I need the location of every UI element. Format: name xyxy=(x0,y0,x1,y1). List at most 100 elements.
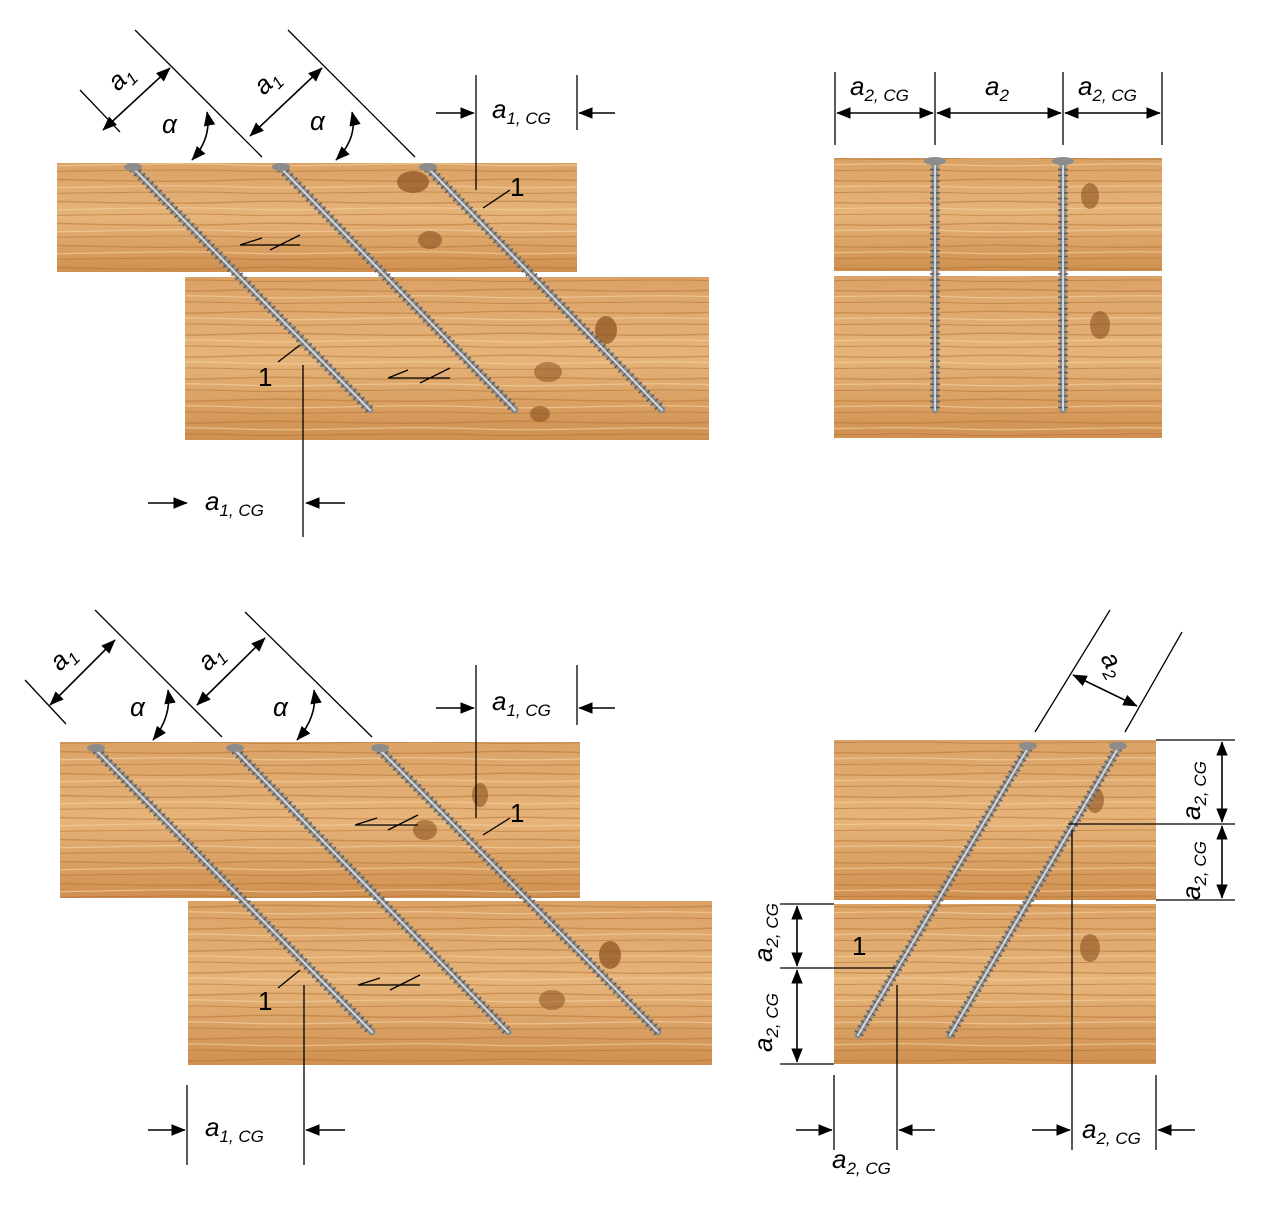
svg-text:a1: a1 xyxy=(101,58,142,99)
svg-text:a2, CG: a2, CG xyxy=(1176,761,1210,820)
wood-knot xyxy=(599,941,621,969)
label-a1: a1 xyxy=(101,58,142,99)
leader-line xyxy=(277,344,301,363)
wood-knot xyxy=(1090,311,1110,339)
screw-head xyxy=(87,744,105,752)
screw xyxy=(419,163,666,414)
label-a2: a2 xyxy=(985,71,1009,105)
label-a1: a1 xyxy=(191,638,232,679)
label-a1cg: a1, CG xyxy=(205,486,264,520)
screw-head xyxy=(371,744,389,752)
panel-top-right: a2, CG a2 a2, CG xyxy=(834,71,1163,438)
panel-bottom-right: a2 a2, CG a2, CG a2, CG a2, CG 1 xyxy=(748,609,1235,1178)
angle-arc xyxy=(152,689,176,741)
angle-arc xyxy=(191,111,216,161)
extension-line xyxy=(1034,609,1111,733)
extension-line xyxy=(244,611,373,738)
wood-knot xyxy=(413,820,437,840)
screw xyxy=(924,157,946,414)
shear-mark xyxy=(357,974,421,991)
label-a2cg: a2, CG xyxy=(748,903,782,962)
extension-line xyxy=(287,29,416,158)
label-a1cg: a1, CG xyxy=(492,686,551,720)
leader-line xyxy=(277,969,301,989)
label-a2cg: a2, CG xyxy=(1082,1114,1141,1148)
label-alpha: α xyxy=(130,692,146,722)
label-a1: a1 xyxy=(247,69,288,100)
extension-line xyxy=(24,679,67,725)
label-one: 1 xyxy=(510,172,524,202)
extension-line xyxy=(94,609,223,738)
screw-head xyxy=(124,163,142,171)
label-a2cg: a2, CG xyxy=(748,993,782,1052)
label-a1cg: a1, CG xyxy=(492,94,551,128)
wood-knot xyxy=(397,171,429,193)
svg-text:a2, CG: a2, CG xyxy=(748,993,782,1052)
label-alpha: α xyxy=(162,109,178,139)
screw xyxy=(371,744,662,1036)
svg-text:a2, CG: a2, CG xyxy=(748,903,782,962)
label-a2: a2 xyxy=(1091,646,1133,684)
shear-mark xyxy=(239,234,301,251)
dimension-a1 xyxy=(249,67,323,137)
leader-line xyxy=(482,189,511,209)
wood-knot xyxy=(1080,934,1100,962)
extension-line xyxy=(79,89,121,133)
screw xyxy=(226,744,512,1036)
svg-text:a2: a2 xyxy=(1091,646,1133,684)
label-alpha: α xyxy=(310,106,326,136)
screw-head xyxy=(924,157,946,165)
extension-line xyxy=(1124,631,1183,733)
extension-line xyxy=(134,29,263,158)
leader-line xyxy=(482,817,511,836)
wood-knot xyxy=(595,316,617,344)
label-a2cg: a2, CG xyxy=(832,1144,891,1178)
wood-knot xyxy=(1081,183,1099,209)
screw xyxy=(87,744,376,1036)
panel-top-left: a1 a1 α α a1, CG 1 1 a1, CG xyxy=(57,29,709,537)
wood-knot xyxy=(534,362,562,382)
angle-arc xyxy=(335,111,361,161)
svg-text:a2, CG: a2, CG xyxy=(1176,841,1210,900)
shear-mark xyxy=(387,367,451,384)
label-a1cg: a1, CG xyxy=(205,1112,264,1146)
screw xyxy=(1052,157,1074,414)
dimension-a2 xyxy=(1072,674,1138,707)
screw-head xyxy=(1019,742,1037,750)
wood-knot xyxy=(530,406,550,422)
wood-knot xyxy=(472,783,488,807)
label-a2cg: a2, CG xyxy=(1176,841,1210,900)
wood-knot xyxy=(418,231,442,249)
screw xyxy=(124,163,374,414)
screw xyxy=(945,742,1127,1039)
label-a2cg: a2, CG xyxy=(850,71,909,105)
screw-head xyxy=(1052,157,1074,165)
dimension-a1 xyxy=(102,67,171,131)
angle-arc xyxy=(296,689,322,741)
panel-bottom-left: a1 a1 α α a1, CG 1 1 a1, CG xyxy=(24,609,712,1165)
label-a2cg: a2, CG xyxy=(1078,71,1137,105)
label-alpha: α xyxy=(273,692,289,722)
screw-head xyxy=(1109,742,1127,750)
screw-head xyxy=(272,163,290,171)
screw xyxy=(272,163,519,414)
screw-head xyxy=(419,163,437,171)
svg-text:a1: a1 xyxy=(43,638,84,679)
timber-upper xyxy=(57,163,577,272)
screw xyxy=(853,742,1037,1039)
label-one: 1 xyxy=(510,798,524,828)
label-one: 1 xyxy=(258,986,272,1016)
label-one: 1 xyxy=(258,362,272,392)
screw-head xyxy=(226,744,244,752)
label-a2cg: a2, CG xyxy=(1176,761,1210,820)
shear-mark xyxy=(354,814,419,831)
timber-lower xyxy=(185,277,709,440)
label-one: 1 xyxy=(852,931,866,961)
label-a1: a1 xyxy=(43,638,84,679)
wood-knot xyxy=(539,990,565,1010)
svg-text:a1: a1 xyxy=(191,638,232,679)
dimension-a1 xyxy=(49,639,116,706)
dimension-a1 xyxy=(196,637,266,706)
